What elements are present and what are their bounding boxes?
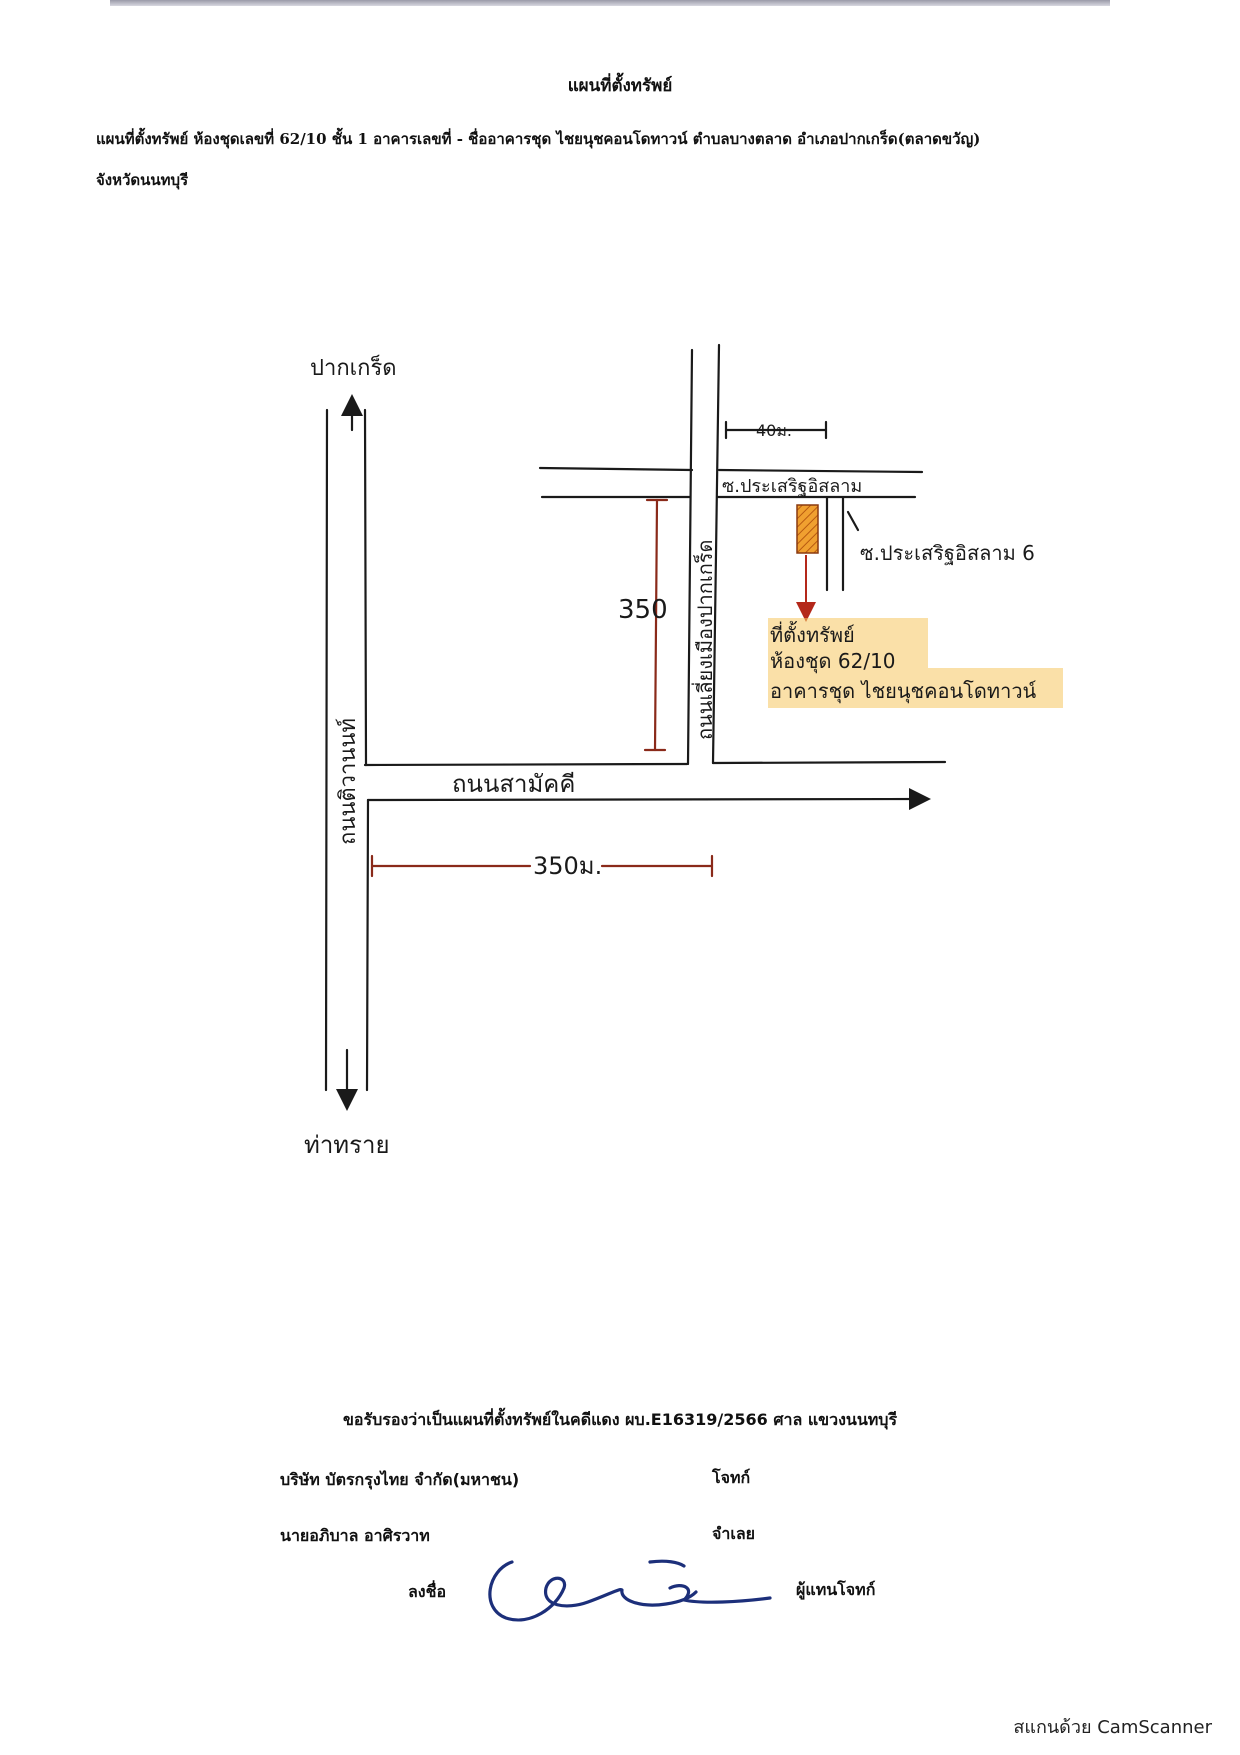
plaintiff-role: โจทก์	[712, 1468, 751, 1487]
property-description: แผนที่ตั้งทรัพย์ ห้องชุดเลขที่ 62/10 ชั้…	[96, 128, 1106, 191]
camscanner-watermark: สแกนด้วย CamScanner	[1013, 1717, 1212, 1738]
document-title: แผนที่ตั้งทรัพย์	[567, 76, 673, 96]
south-destination-label: ท่าทราย	[304, 1131, 390, 1159]
main-road-right-edge	[363, 408, 368, 767]
soi-top-upper-edge	[538, 466, 694, 472]
signature	[488, 1559, 772, 1622]
side-road-bottom-edge	[366, 788, 931, 811]
location-map: ปากเกร็ด ท่าทราย ถนนติวานนท์ ถนนสามัคคี …	[304, 343, 1063, 1159]
soi-top-label: ซ.ประเสริฐอิสลาม	[722, 476, 862, 497]
defendant-role: จำเลย	[712, 1524, 756, 1543]
soi-top-upper-edge-right	[717, 468, 924, 474]
cross-road-label: ถนนเลี่ยงเมืองปากเกร็ด	[691, 539, 717, 740]
sign-label: ลงชื่อ	[408, 1582, 447, 1601]
soi-6-pointer	[846, 510, 860, 532]
soi-6-label: ซ.ประเสริฐอิสลาม 6	[860, 541, 1035, 565]
scan-top-edge	[110, 0, 1110, 6]
dimension-350-vertical	[653, 498, 659, 752]
defendant-name: นายอภิบาล อาศิรวาท	[280, 1526, 430, 1545]
main-road-right-edge-lower	[365, 798, 370, 1092]
property-label-highlight	[768, 618, 928, 668]
description-line-2: จังหวัดนนทบุรี	[96, 170, 189, 189]
main-road-left-edge	[324, 408, 329, 1092]
north-destination-label: ปากเกร็ด	[310, 353, 397, 381]
side-road-top-edge	[363, 762, 689, 767]
plaintiff-name: บริษัท บัตรกรุงไทย จำกัด(มหาชน)	[280, 1470, 520, 1489]
signer-role: ผู้แทนโจทก์	[796, 1580, 876, 1599]
property-label-line-2: ห้องชุด 62/10	[770, 649, 896, 674]
description-line-1: แผนที่ตั้งทรัพย์ ห้องชุดเลขที่ 62/10 ชั้…	[96, 130, 981, 148]
property-label-line-3: อาคารชุด ไชยนุชคอนโดทาวน์	[770, 679, 1037, 704]
side-road-label: ถนนสามัคคี	[452, 770, 575, 798]
certification-statement: ขอรับรองว่าเป็นแผนที่ตั้งทรัพย์ในคดีแดง …	[342, 1410, 898, 1429]
distance-vertical-label: 350	[618, 595, 668, 625]
cross-road-right-edge	[711, 343, 721, 765]
property-marker	[796, 504, 819, 554]
main-road-label: ถนนติวานนท์	[336, 718, 361, 845]
distance-top-label: 40ม.	[756, 421, 792, 440]
property-label-line-1: ที่ตั้งทรัพย์	[770, 621, 855, 647]
distance-bottom-label: 350ม.	[533, 852, 602, 880]
side-road-top-edge-right	[711, 760, 947, 765]
property-label-highlight-line3	[768, 668, 1063, 708]
cross-road-left-edge	[686, 348, 694, 766]
